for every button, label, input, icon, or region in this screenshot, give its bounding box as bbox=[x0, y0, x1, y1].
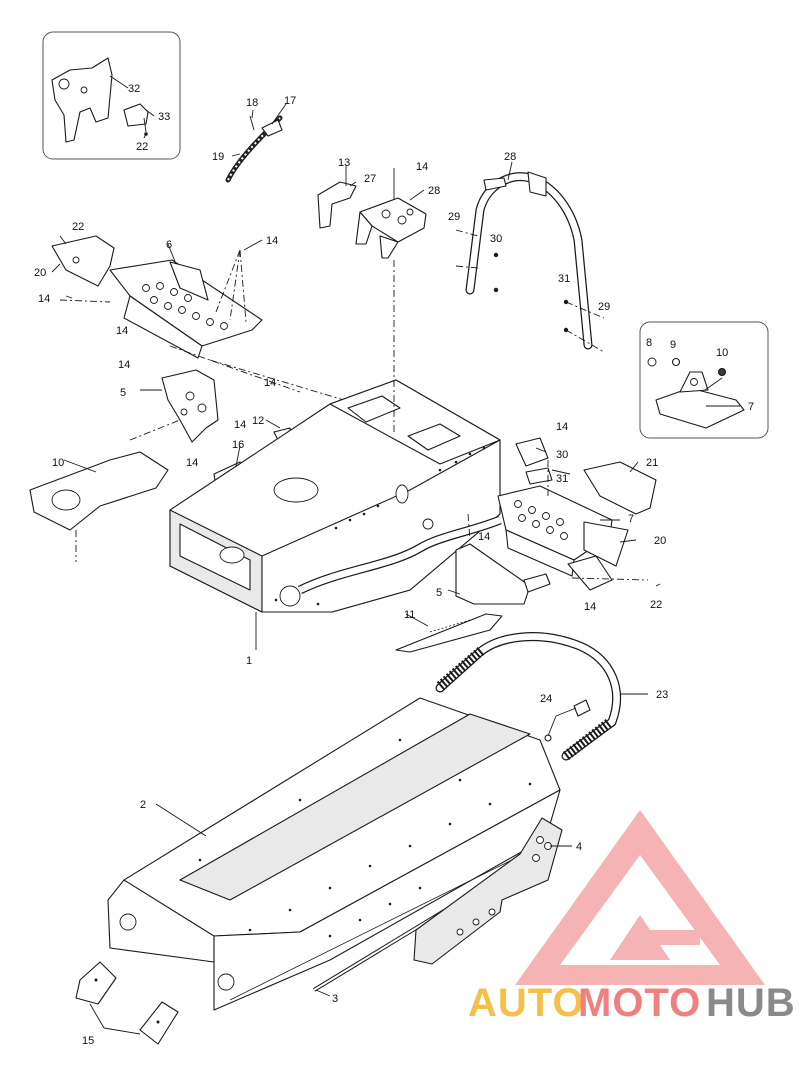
callout-4: 4 bbox=[576, 841, 582, 853]
callout-12: 11 bbox=[404, 609, 415, 621]
callout-16: 16 bbox=[232, 439, 244, 451]
callout-29: 31 bbox=[558, 273, 570, 285]
chassis-1 bbox=[169, 260, 502, 650]
callout-14: 14 bbox=[416, 161, 428, 173]
panel-12 bbox=[395, 613, 503, 653]
callout-22: 22 bbox=[650, 599, 662, 611]
callout-7: 7 bbox=[748, 401, 754, 413]
callout-32: 32 bbox=[128, 83, 140, 95]
callout-31: 31 bbox=[556, 473, 568, 485]
inset-bracket-kit bbox=[42, 31, 181, 160]
callout-15: 15 bbox=[82, 1035, 94, 1047]
footrest-left bbox=[51, 235, 263, 359]
callout-14: 14 bbox=[38, 293, 50, 305]
watermark-hub: HUB bbox=[706, 981, 796, 1025]
belly-pan-11 bbox=[29, 419, 181, 562]
callout-8: 8 bbox=[646, 337, 652, 349]
callout-5: 5 bbox=[436, 587, 442, 599]
callout-3: 3 bbox=[332, 993, 338, 1005]
callout-24: 24 bbox=[540, 693, 552, 705]
callout-20: 20 bbox=[34, 267, 46, 279]
callout-6: 7 bbox=[628, 513, 634, 525]
callout-19: 19 bbox=[212, 151, 224, 163]
callout-1: 1 bbox=[246, 655, 252, 667]
tunnel-rivets bbox=[198, 738, 532, 938]
footrest-right bbox=[455, 437, 657, 605]
callout-14: 14 bbox=[186, 457, 198, 469]
plates-15 bbox=[75, 961, 179, 1045]
bracket-25 bbox=[317, 166, 357, 229]
callout-22: 22 bbox=[72, 221, 84, 233]
callout-28: 29 bbox=[598, 301, 610, 313]
callout-33: 33 bbox=[158, 111, 170, 123]
callout-6: 6 bbox=[166, 239, 172, 251]
callout-25: 27 bbox=[364, 173, 376, 185]
cable-assembly bbox=[225, 115, 283, 183]
callout-29: 30 bbox=[490, 233, 502, 245]
inset-tow-plate bbox=[639, 321, 769, 439]
callout-14: 14 bbox=[264, 377, 276, 389]
callout-17: 17 bbox=[284, 95, 296, 107]
callout-14: 14 bbox=[556, 421, 568, 433]
callout-22: 22 bbox=[136, 141, 148, 153]
callout-30: 30 bbox=[556, 449, 568, 461]
callout-5: 5 bbox=[120, 387, 126, 399]
chassis-rivets bbox=[274, 446, 486, 606]
callout-14: 14 bbox=[478, 531, 490, 543]
plate-4 bbox=[413, 817, 563, 965]
bracket-26 bbox=[355, 168, 427, 259]
bumper-23 bbox=[435, 632, 622, 761]
callout-27: 28 bbox=[504, 151, 516, 163]
callout-21: 21 bbox=[646, 457, 658, 469]
callout-28: 29 bbox=[448, 211, 460, 223]
watermark-moto: MOTO bbox=[578, 981, 701, 1025]
callout-11: 10 bbox=[52, 457, 64, 469]
callout-26: 28 bbox=[428, 185, 440, 197]
callout-14: 14 bbox=[118, 359, 130, 371]
callout-labels: 32 33 22 18 17 19 13 14 27 28 28 29 30 3… bbox=[34, 83, 754, 1047]
callout-20: 20 bbox=[654, 535, 666, 547]
callout-18: 18 bbox=[246, 97, 258, 109]
callout-9: 9 bbox=[670, 339, 676, 351]
tunnel-2 bbox=[107, 697, 561, 1011]
watermark-logo bbox=[515, 810, 765, 985]
callout-14: 14 bbox=[234, 419, 246, 431]
callout-14: 13 bbox=[338, 157, 350, 169]
callout-14: 14 bbox=[266, 235, 278, 247]
hoop-27 bbox=[455, 171, 605, 353]
watermark-auto: AUTO bbox=[468, 981, 585, 1025]
callout-23: 23 bbox=[656, 689, 668, 701]
callout-13: 12 bbox=[252, 415, 264, 427]
callout-2: 2 bbox=[140, 799, 146, 811]
callout-14: 14 bbox=[116, 325, 128, 337]
watermark-text: AUTO MOTO HUB bbox=[468, 981, 796, 1025]
callout-14: 14 bbox=[584, 601, 596, 613]
callout-10: 10 bbox=[716, 347, 728, 359]
bracket-5-left bbox=[161, 345, 345, 443]
leader-lines bbox=[51, 75, 740, 1035]
